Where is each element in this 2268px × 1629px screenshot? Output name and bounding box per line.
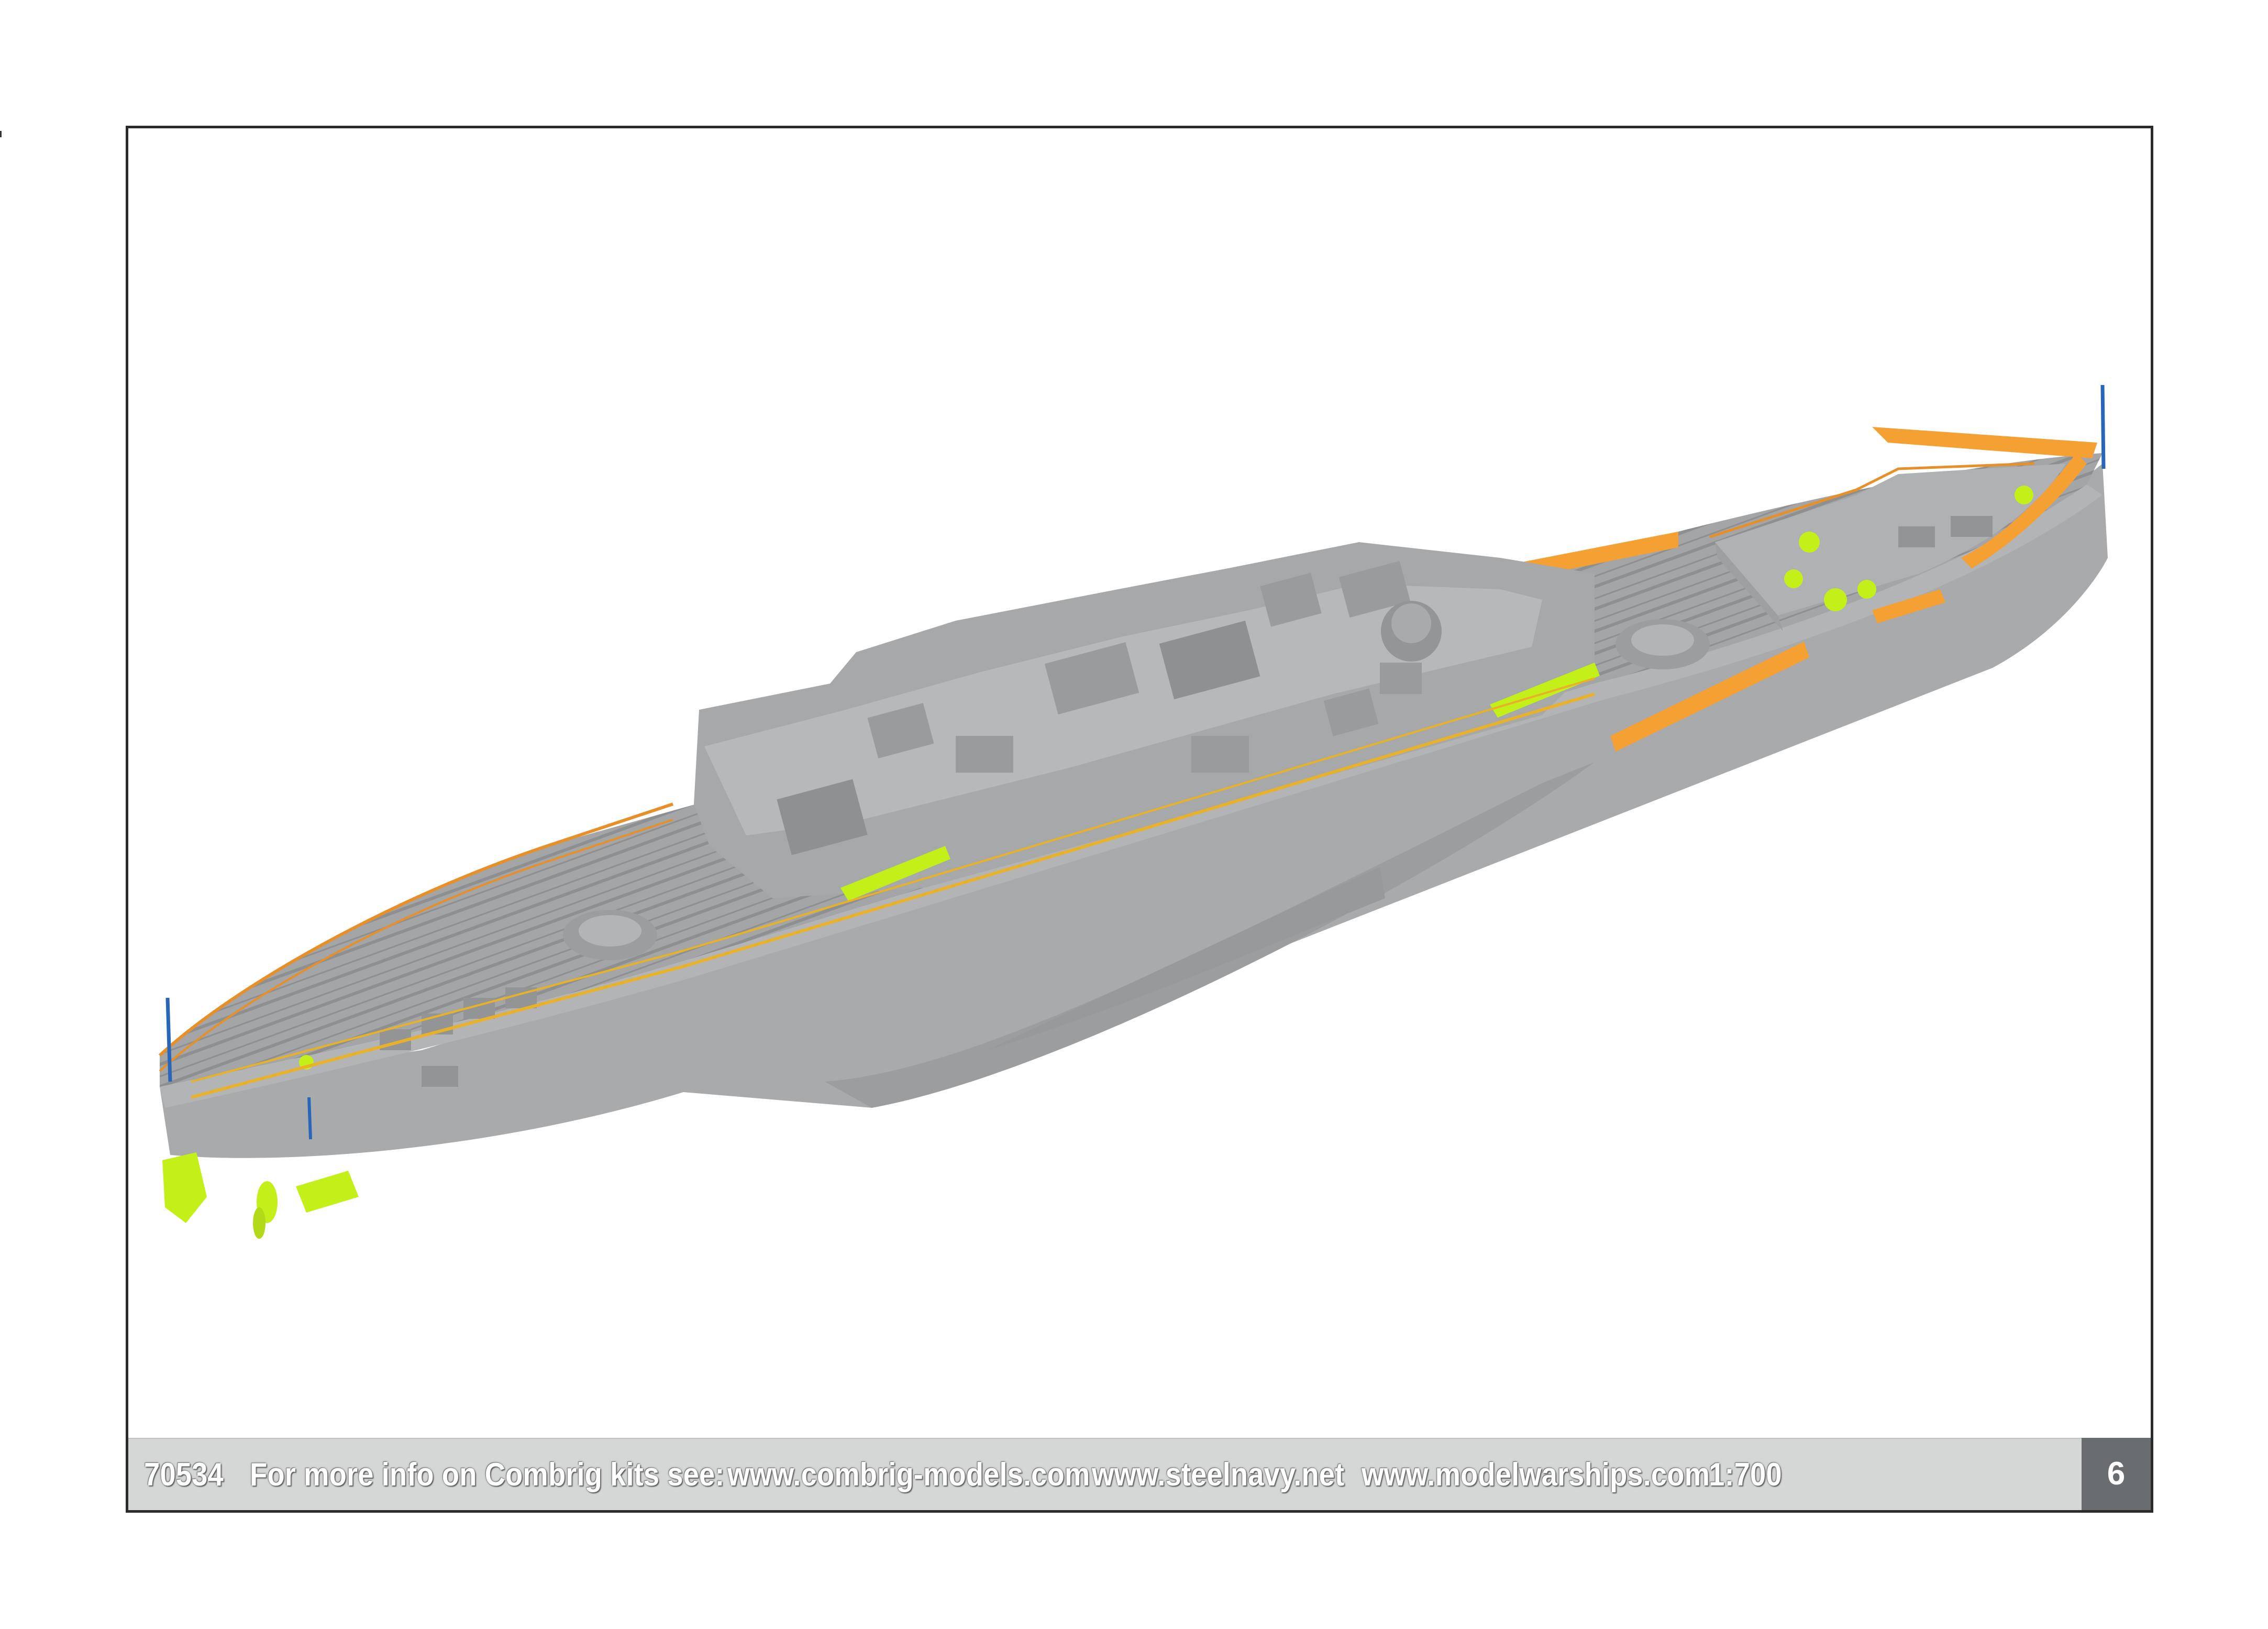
ship-model-illustration xyxy=(158,384,2108,1239)
modelwarships-link[interactable]: www.modelwarships.com xyxy=(1362,1457,1710,1493)
scale-label: 1:700 xyxy=(1709,1457,1782,1493)
kit-number: 70534 xyxy=(144,1457,224,1493)
page-number: 6 xyxy=(2082,1438,2151,1510)
instruction-page: 70534 For more info on Combrig kits see:… xyxy=(126,126,2153,1513)
info-text: For more info on Combrig kits see: xyxy=(250,1457,725,1493)
crop-mark xyxy=(0,131,2,137)
steelnavy-link[interactable]: www.steelnavy.net xyxy=(1092,1457,1345,1493)
superstructure xyxy=(694,542,1595,898)
green-parts xyxy=(162,486,2033,1239)
combrig-link[interactable]: www.combrig-models.com xyxy=(727,1457,1090,1493)
footer-bar: 70534 For more info on Combrig kits see:… xyxy=(128,1438,2151,1510)
railings xyxy=(158,462,2035,1099)
masts xyxy=(165,384,2106,1140)
barbettes xyxy=(563,619,1710,960)
